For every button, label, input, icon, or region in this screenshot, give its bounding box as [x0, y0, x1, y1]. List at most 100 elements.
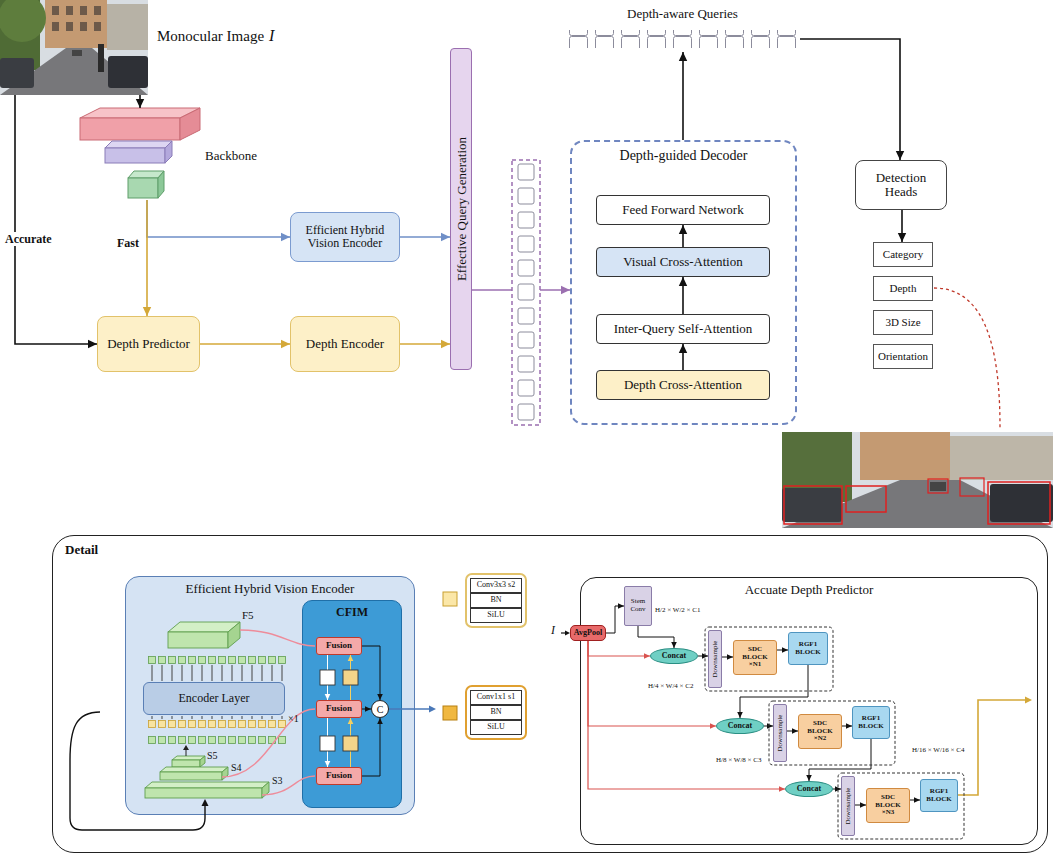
query-tokens: [569, 30, 797, 48]
conv-row: BN: [470, 705, 522, 720]
connector: [362, 706, 371, 712]
connector: [737, 665, 808, 718]
node-label: Visual Cross-Attention: [623, 255, 742, 269]
dimension-label: H/16 × W/16 × C4: [912, 747, 965, 755]
output-box: Orientation: [873, 344, 933, 369]
concat-ellipse: Concat: [716, 718, 764, 734]
connector-line: [362, 646, 380, 700]
rgf-block: RGF1 BLOCK: [852, 706, 890, 739]
layer-box: Visual Cross-Attention: [596, 247, 770, 277]
node-label: Accuate Depth Predictor: [581, 582, 1037, 598]
node-label: Depth: [890, 282, 917, 294]
connector: [606, 603, 624, 633]
connector: [679, 344, 687, 370]
sdc-block: SDC BLOCK×N1: [733, 640, 777, 675]
node-label: Depth-guided Decoder: [572, 148, 795, 164]
node-label: I: [269, 27, 274, 45]
node-label: Efficient Hybrid Vision Encoder: [126, 581, 414, 597]
node-label: Feed Forward Network: [622, 203, 743, 217]
input-image: Monocular ImageI: [0, 0, 148, 95]
arrow-head: [644, 653, 650, 659]
dimension-label: H/2 × W/2 × C1: [655, 607, 701, 615]
arrow-head: [618, 603, 624, 609]
connector: [722, 654, 733, 660]
connector-line: [638, 626, 674, 648]
conv-row: Conv1x1 s1: [470, 690, 522, 705]
node-label: Encoder Layer: [179, 692, 250, 705]
arrow-head: [348, 655, 354, 661]
arrow-head: [441, 233, 450, 241]
connector: [588, 641, 650, 659]
block-groups: [705, 627, 964, 839]
connector: [855, 802, 866, 808]
node-label: SiLU: [487, 723, 504, 732]
arrow-head: [679, 52, 687, 61]
dimension-label: H/4 × W/4 × C2: [648, 683, 694, 691]
node-label: ×N3: [882, 809, 895, 817]
leader-curve: [934, 288, 1000, 428]
connector: [136, 95, 144, 108]
output-photo: [782, 432, 1053, 528]
arrow-head: [782, 647, 788, 653]
output-box: Depth: [873, 276, 933, 301]
connector: [200, 340, 290, 348]
node-label: CFIM: [303, 605, 401, 620]
arrow-head: [806, 775, 812, 781]
encoder-box: Efficient Hybrid Vision Encoder: [290, 212, 400, 262]
arrow-head: [136, 99, 144, 108]
connector: [833, 786, 841, 792]
arrow-head: [710, 723, 716, 729]
layer-box: Feed Forward Network: [596, 195, 770, 225]
connector-line: [606, 606, 624, 633]
node-label: AvgPool: [574, 629, 602, 638]
node-label: ×N1: [749, 661, 762, 669]
node-label: RGF1 BLOCK: [923, 788, 955, 803]
output-box: 3D Size: [873, 310, 933, 335]
feature-label: S3: [272, 775, 283, 786]
head-box: Detection Heads: [855, 160, 947, 210]
sdc-block: SDC BLOCK×N2: [798, 714, 842, 749]
node-label: Fusion: [326, 771, 352, 781]
concat-circle: C: [371, 700, 389, 718]
node-label: ×N2: [814, 735, 827, 743]
arrow-head: [377, 718, 383, 724]
connector: [588, 641, 785, 792]
node-label: C: [377, 704, 384, 715]
cfim-panel: CFIMFusionFusionFusionC: [302, 600, 402, 808]
edge-label: Accurate: [4, 232, 53, 246]
node-label: Detection Heads: [858, 171, 944, 200]
node-label: Fusion: [326, 704, 352, 714]
concat-ellipse: Concat: [785, 781, 833, 797]
node-label: RGF1 BLOCK: [791, 641, 825, 656]
arrow-head: [88, 340, 97, 348]
connector-line: [146, 200, 148, 316]
connector: [800, 39, 904, 160]
node-label: SiLU: [487, 611, 504, 620]
token-rows: [148, 656, 286, 744]
connector: [777, 647, 788, 653]
node-label: SDC BLOCK: [801, 720, 839, 735]
arrow-head: [767, 723, 773, 729]
output-box: Category: [873, 242, 933, 267]
backbone-pyramid: [80, 108, 200, 198]
rgf-block: RGF1 BLOCK: [920, 779, 958, 812]
arrow-head: [679, 225, 687, 234]
node-label: Orientation: [878, 350, 928, 362]
connector-line: [588, 641, 716, 726]
arrow-head: [679, 344, 687, 353]
node-label: Fusion: [326, 641, 352, 651]
downsample-bar: Downsample: [708, 630, 722, 688]
arrow-head: [896, 151, 904, 160]
connector-line: [588, 641, 650, 656]
connector: [15, 95, 97, 348]
downsample-bar: Downsample: [773, 704, 787, 762]
repeat-label: ×1: [288, 713, 299, 724]
detail-panel: DetailEfficient Hybrid Vision EncoderEnc…: [52, 535, 1048, 853]
connector-line: [809, 739, 871, 781]
arrow-head: [679, 277, 687, 286]
conv-row: Conv3x3 s2: [470, 578, 522, 593]
connector: [143, 200, 151, 316]
connector-line: [15, 95, 97, 344]
input-label: I: [551, 624, 555, 637]
